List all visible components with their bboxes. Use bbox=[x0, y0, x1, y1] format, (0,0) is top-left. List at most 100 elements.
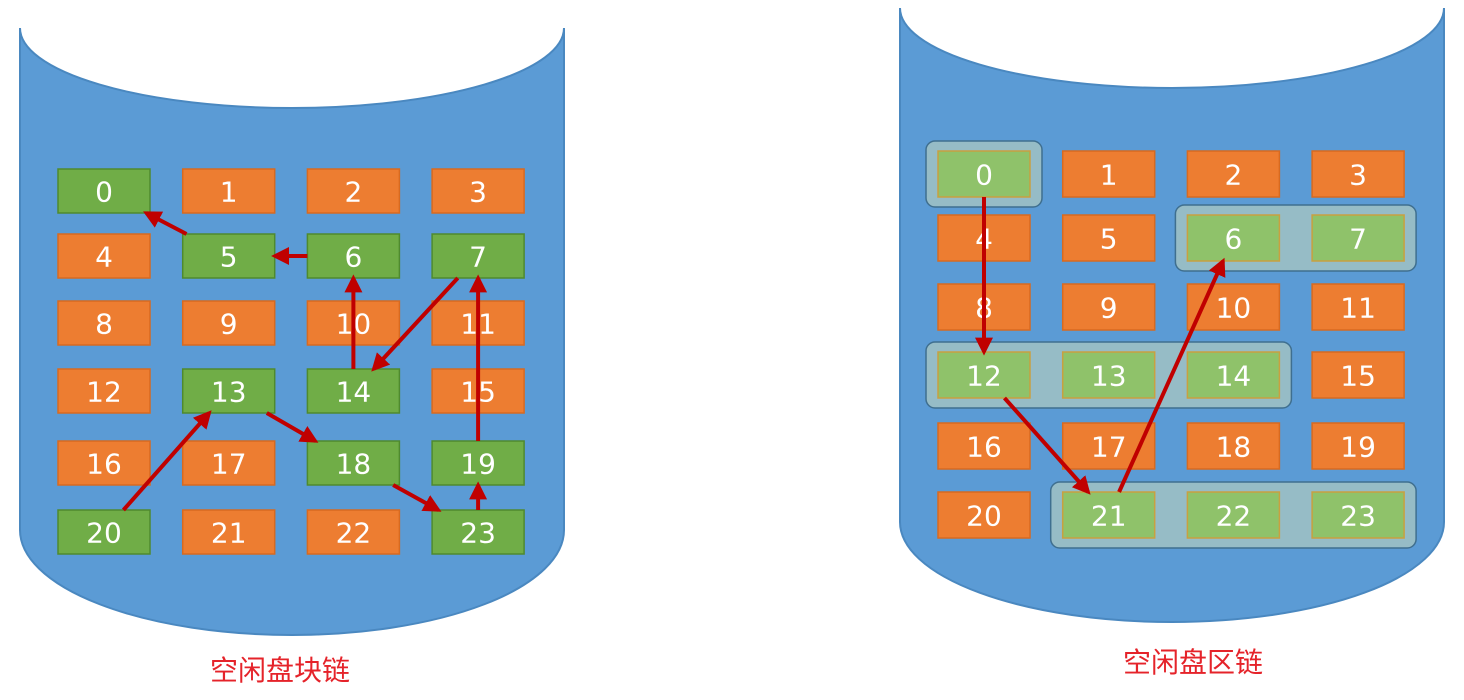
right-block-16 bbox=[937, 422, 1031, 470]
right-block-label-19: 19 bbox=[1340, 431, 1376, 464]
right-block-label-1: 1 bbox=[1100, 159, 1118, 192]
left-block-4 bbox=[57, 233, 151, 279]
left-block-14 bbox=[306, 368, 401, 414]
right-block-label-23: 23 bbox=[1340, 500, 1376, 533]
right-block-19 bbox=[1311, 422, 1405, 470]
left-block-label-17: 17 bbox=[211, 448, 247, 481]
left-block-label-3: 3 bbox=[469, 176, 487, 209]
right-block-label-5: 5 bbox=[1100, 223, 1118, 256]
left-block-label-1: 1 bbox=[220, 176, 238, 209]
left-block-17 bbox=[181, 440, 276, 486]
right-caption: 空闲盘区链 bbox=[1123, 646, 1263, 679]
right-block-22 bbox=[1186, 491, 1281, 539]
left-block-label-6: 6 bbox=[344, 241, 362, 274]
left-block-label-12: 12 bbox=[86, 376, 122, 409]
right-block-13 bbox=[1061, 351, 1156, 399]
left-block-label-22: 22 bbox=[336, 517, 372, 550]
left-block-0 bbox=[57, 168, 151, 214]
right-block-23 bbox=[1311, 491, 1405, 539]
left-block-2 bbox=[306, 168, 401, 214]
left-block-3 bbox=[431, 168, 525, 214]
left-disk-cylinder bbox=[19, 27, 565, 636]
left-block-label-23: 23 bbox=[460, 517, 496, 550]
right-block-12 bbox=[937, 351, 1031, 399]
right-block-label-0: 0 bbox=[975, 159, 993, 192]
left-block-21 bbox=[181, 509, 276, 555]
right-block-label-18: 18 bbox=[1216, 431, 1252, 464]
right-block-label-2: 2 bbox=[1224, 159, 1242, 192]
left-block-label-13: 13 bbox=[211, 376, 247, 409]
right-block-9 bbox=[1061, 283, 1156, 331]
left-block-label-18: 18 bbox=[336, 448, 372, 481]
right-block-17 bbox=[1061, 422, 1156, 470]
left-arrow-5-to-0 bbox=[143, 211, 188, 236]
left-block-16 bbox=[57, 440, 151, 486]
right-block-label-11: 11 bbox=[1340, 292, 1376, 325]
left-block-12 bbox=[57, 368, 151, 414]
right-block-label-13: 13 bbox=[1091, 360, 1127, 393]
right-block-label-14: 14 bbox=[1216, 360, 1252, 393]
right-block-14 bbox=[1186, 351, 1281, 399]
right-block-label-15: 15 bbox=[1340, 360, 1376, 393]
left-block-label-2: 2 bbox=[344, 176, 362, 209]
right-block-2 bbox=[1186, 150, 1281, 198]
right-block-label-3: 3 bbox=[1349, 159, 1367, 192]
right-block-label-21: 21 bbox=[1091, 500, 1127, 533]
right-block-label-16: 16 bbox=[966, 431, 1002, 464]
left-block-20 bbox=[57, 509, 151, 555]
left-arrow-7-to-14 bbox=[371, 276, 460, 372]
right-arrow-12-to-21 bbox=[1002, 396, 1091, 495]
right-block-label-6: 6 bbox=[1224, 223, 1242, 256]
right-block-5 bbox=[1061, 214, 1156, 262]
left-block-label-5: 5 bbox=[220, 241, 238, 274]
right-block-6 bbox=[1186, 214, 1281, 262]
left-block-5 bbox=[181, 233, 276, 279]
right-block-label-12: 12 bbox=[966, 360, 1002, 393]
left-block-label-21: 21 bbox=[211, 517, 247, 550]
right-block-21 bbox=[1061, 491, 1156, 539]
left-block-18 bbox=[306, 440, 401, 486]
left-block-label-19: 19 bbox=[460, 448, 496, 481]
left-chain-arrows bbox=[121, 211, 488, 512]
right-block-18 bbox=[1186, 422, 1281, 470]
left-caption: 空闲盘块链 bbox=[210, 654, 350, 687]
left-block-8 bbox=[57, 300, 151, 346]
right-block-7 bbox=[1311, 214, 1405, 262]
left-block-label-9: 9 bbox=[220, 308, 238, 341]
right-block-0 bbox=[937, 150, 1031, 198]
right-block-10 bbox=[1186, 283, 1281, 331]
right-block-15 bbox=[1311, 351, 1405, 399]
right-block-label-22: 22 bbox=[1216, 500, 1252, 533]
left-arrow-13-to-18 bbox=[265, 411, 319, 443]
right-block-1 bbox=[1061, 150, 1156, 198]
left-block-label-20: 20 bbox=[86, 517, 122, 550]
right-block-label-9: 9 bbox=[1100, 292, 1118, 325]
right-block-label-20: 20 bbox=[966, 500, 1002, 533]
right-block-label-10: 10 bbox=[1216, 292, 1252, 325]
right-block-label-7: 7 bbox=[1349, 223, 1367, 256]
right-arrow-21-to-6 bbox=[1117, 257, 1226, 493]
left-arrow-20-to-13 bbox=[121, 410, 212, 512]
left-block-label-14: 14 bbox=[336, 376, 372, 409]
left-block-label-4: 4 bbox=[95, 241, 113, 274]
left-block-9 bbox=[181, 300, 276, 346]
right-block-20 bbox=[937, 491, 1031, 539]
right-block-11 bbox=[1311, 283, 1405, 331]
left-arrow-18-to-23 bbox=[392, 483, 442, 512]
right-block-3 bbox=[1311, 150, 1405, 198]
left-block-1 bbox=[181, 168, 276, 214]
left-block-22 bbox=[306, 509, 401, 555]
left-block-23 bbox=[431, 509, 525, 555]
left-block-label-0: 0 bbox=[95, 176, 113, 209]
left-block-label-8: 8 bbox=[95, 308, 113, 341]
right-block-label-17: 17 bbox=[1091, 431, 1127, 464]
left-block-label-7: 7 bbox=[469, 241, 487, 274]
left-block-6 bbox=[306, 233, 401, 279]
left-block-label-16: 16 bbox=[86, 448, 122, 481]
left-block-13 bbox=[181, 368, 276, 414]
